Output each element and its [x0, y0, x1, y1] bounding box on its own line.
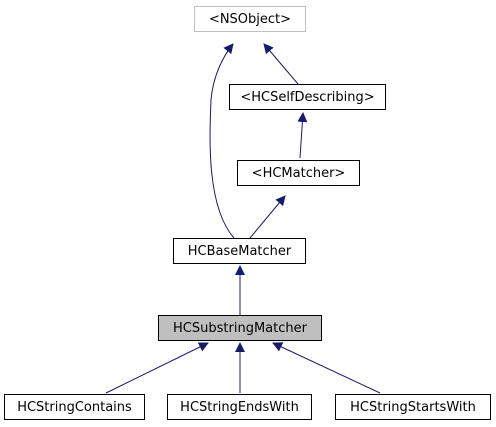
node-hcstringstartswith[interactable]: HCStringStartsWith	[335, 394, 491, 420]
edge-hcbasematcher-to-hcmatcher	[249, 195, 286, 239]
node-hcstringcontains[interactable]: HCStringContains	[4, 394, 145, 420]
edge-hcstringstartswith-to-hcsubstringmatcher	[272, 342, 381, 394]
node-hcselfdescribing[interactable]: <HCSelfDescribing>	[229, 84, 386, 110]
node-hcsubstringmatcher: HCSubstringMatcher	[158, 315, 322, 341]
edge-hcselfdescribing-to-nsobject	[263, 43, 299, 85]
edge-hcmatcher-to-hcselfdescribing	[297, 112, 308, 159]
edge-hcbasematcher-to-nsobject	[209, 43, 235, 239]
node-hcbasematcher[interactable]: HCBaseMatcher	[173, 238, 306, 264]
edge-hcstringcontains-to-hcsubstringmatcher	[105, 342, 209, 394]
node-hcstringendswith[interactable]: HCStringEndsWith	[167, 394, 312, 420]
node-hcmatcher[interactable]: <HCMatcher>	[237, 160, 360, 186]
node-nsobject: <NSObject>	[194, 6, 306, 32]
